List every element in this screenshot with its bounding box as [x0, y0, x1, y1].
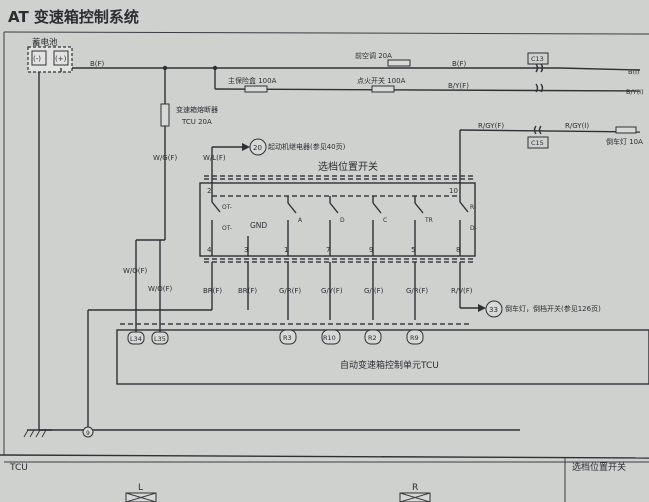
- bottom-box-l-label: L: [138, 483, 143, 493]
- switch-title: 选档位置开关: [318, 160, 378, 173]
- connector-c15-label: C15: [531, 139, 544, 147]
- battery-plus-terminal: [53, 50, 69, 66]
- fuse-main-label: 主保险盒 100A: [228, 76, 277, 85]
- connector-l35: [151, 331, 169, 345]
- contact-label-c: C: [383, 217, 387, 224]
- wire-label-bottom: BR(F): [238, 287, 257, 295]
- arrow-to-ref-33: [478, 304, 486, 312]
- connector-break-mark: [535, 63, 544, 73]
- fuse-ignition-label: 点火开关 100A: [357, 76, 406, 85]
- connector-r3-label: R3: [283, 334, 292, 342]
- wire-label-b-y-f: B/Y(F): [448, 82, 469, 90]
- frame-top-line: [3, 31, 649, 35]
- wire-label-bottom: G/R(F): [406, 287, 428, 295]
- wire-label-b-f-left: B(F): [90, 60, 105, 68]
- wire-label-r-gy-f: R/GY(F): [478, 122, 504, 130]
- ref-20-number: 20: [253, 144, 262, 152]
- wire-label-w-g-f: W/G(F): [153, 154, 177, 162]
- connector-r9: [406, 329, 424, 345]
- fuse-tcu-label-1: 变速箱熔断器: [176, 105, 218, 114]
- wire-label-w-l-f: W/L(F): [203, 154, 226, 162]
- tcu-box: [116, 329, 649, 385]
- ref-33-badge: [485, 300, 503, 318]
- connector-r2: [364, 329, 382, 345]
- wire-label-w-o-f-lower: W/O(F): [148, 285, 173, 293]
- wire-label-b-f-right: B(F): [452, 60, 467, 68]
- fuse-reverse-label: 倒车灯 10A: [606, 137, 643, 146]
- connector-c15: [527, 136, 549, 149]
- switch-bottom-pin: 8: [456, 246, 460, 254]
- wire-label-bottom: G/I(F): [364, 287, 384, 295]
- arrow-to-ref-20: [242, 143, 250, 151]
- contact-label-d-minus: D-: [470, 225, 477, 232]
- fuse-top-right: [387, 59, 411, 67]
- wire-label-bottom: BR(F): [203, 287, 222, 295]
- battery-minus-terminal: [31, 50, 47, 66]
- switch-pin-10: 10: [449, 187, 458, 195]
- battery-label: 蓄电池: [32, 37, 58, 48]
- connector-r3: [279, 329, 297, 345]
- connector-r2-label: R2: [368, 334, 377, 342]
- bottom-connector-l: [125, 492, 157, 502]
- switch-gnd-label: GND: [250, 221, 267, 230]
- connector-l34-label: L34: [130, 335, 142, 343]
- ref-33-text: 倒车灯，倒档开关(参见126页): [505, 304, 601, 313]
- switch-bottom-pin: 1: [284, 246, 288, 254]
- contact-label-ot-2: OT-: [222, 225, 232, 232]
- switch-bottom-pin: 5: [411, 246, 415, 254]
- bottom-connector-r: [399, 492, 431, 502]
- wire-label-bottom: R/V(F): [451, 287, 473, 295]
- frame-bottom-line: [0, 454, 649, 459]
- fuse-tcu: [160, 103, 170, 127]
- wire-label-bottom: G/Y(F): [321, 287, 343, 295]
- battery-minus-label: (-): [33, 55, 41, 63]
- switch-bottom-pin: 7: [326, 246, 330, 254]
- wire-label-w-o-f-upper: W/O(F): [123, 267, 148, 275]
- wire-label-r-gy-i: R/GY(I): [565, 122, 589, 130]
- contact-label-tr: TR: [424, 217, 433, 224]
- connector-l35-label: L35: [154, 335, 166, 343]
- connector-c13-label: C13: [531, 55, 544, 63]
- connector-r9-label: R9: [410, 334, 419, 342]
- bottom-box-r-label: R: [412, 483, 418, 493]
- fuse-tcu-label-2: TCU 20A: [181, 118, 212, 126]
- contact-label-d: D: [340, 217, 345, 224]
- page-title: AT 变速箱控制系统: [8, 8, 139, 26]
- ground-symbol: [23, 429, 52, 438]
- ref-33-number: 33: [489, 306, 498, 314]
- wire-label-bottom: G/R(F): [279, 287, 301, 295]
- fuse-top-right-label: 前空调 20A: [355, 51, 392, 60]
- contact-label-ot-1: OT-: [222, 204, 232, 211]
- contact-label-a: A: [298, 217, 303, 224]
- contact-label-r: R-: [470, 204, 476, 211]
- switch-output-wires: [87, 262, 478, 427]
- bottom-right-label: 选档位置开关: [572, 461, 626, 473]
- ground-pin-label: 9: [86, 430, 90, 437]
- bottom-left-label: TCU: [9, 463, 28, 473]
- switch-contacts: [211, 183, 469, 256]
- switch-bottom-pin: 3: [244, 246, 248, 254]
- battery-plus-label: (+): [55, 55, 67, 63]
- fuse-ignition: [371, 85, 395, 93]
- connector-r10-label: R10: [323, 334, 336, 342]
- tcu-label: 自动变速箱控制单元TCU: [340, 359, 439, 371]
- wire-label-b-y-i: B/Y(I): [626, 88, 644, 96]
- reverse-feed-line: [459, 129, 641, 133]
- switch-pin-2: 2: [207, 187, 211, 195]
- ref-20-text: 起动机继电器(参见40页): [268, 142, 346, 151]
- wire-label-b-f-far: B(I): [628, 68, 639, 76]
- fuse-reverse: [615, 126, 637, 134]
- connector-l34: [127, 331, 145, 345]
- b-y-power-line: [214, 88, 641, 92]
- switch-bottom-pin: 9: [369, 246, 373, 254]
- switch-bottom-pin: 4: [207, 246, 212, 254]
- connector-c13: [527, 52, 549, 65]
- selector-switch-box: [199, 182, 476, 257]
- fuse-main: [244, 85, 268, 93]
- connector-r10: [321, 329, 341, 345]
